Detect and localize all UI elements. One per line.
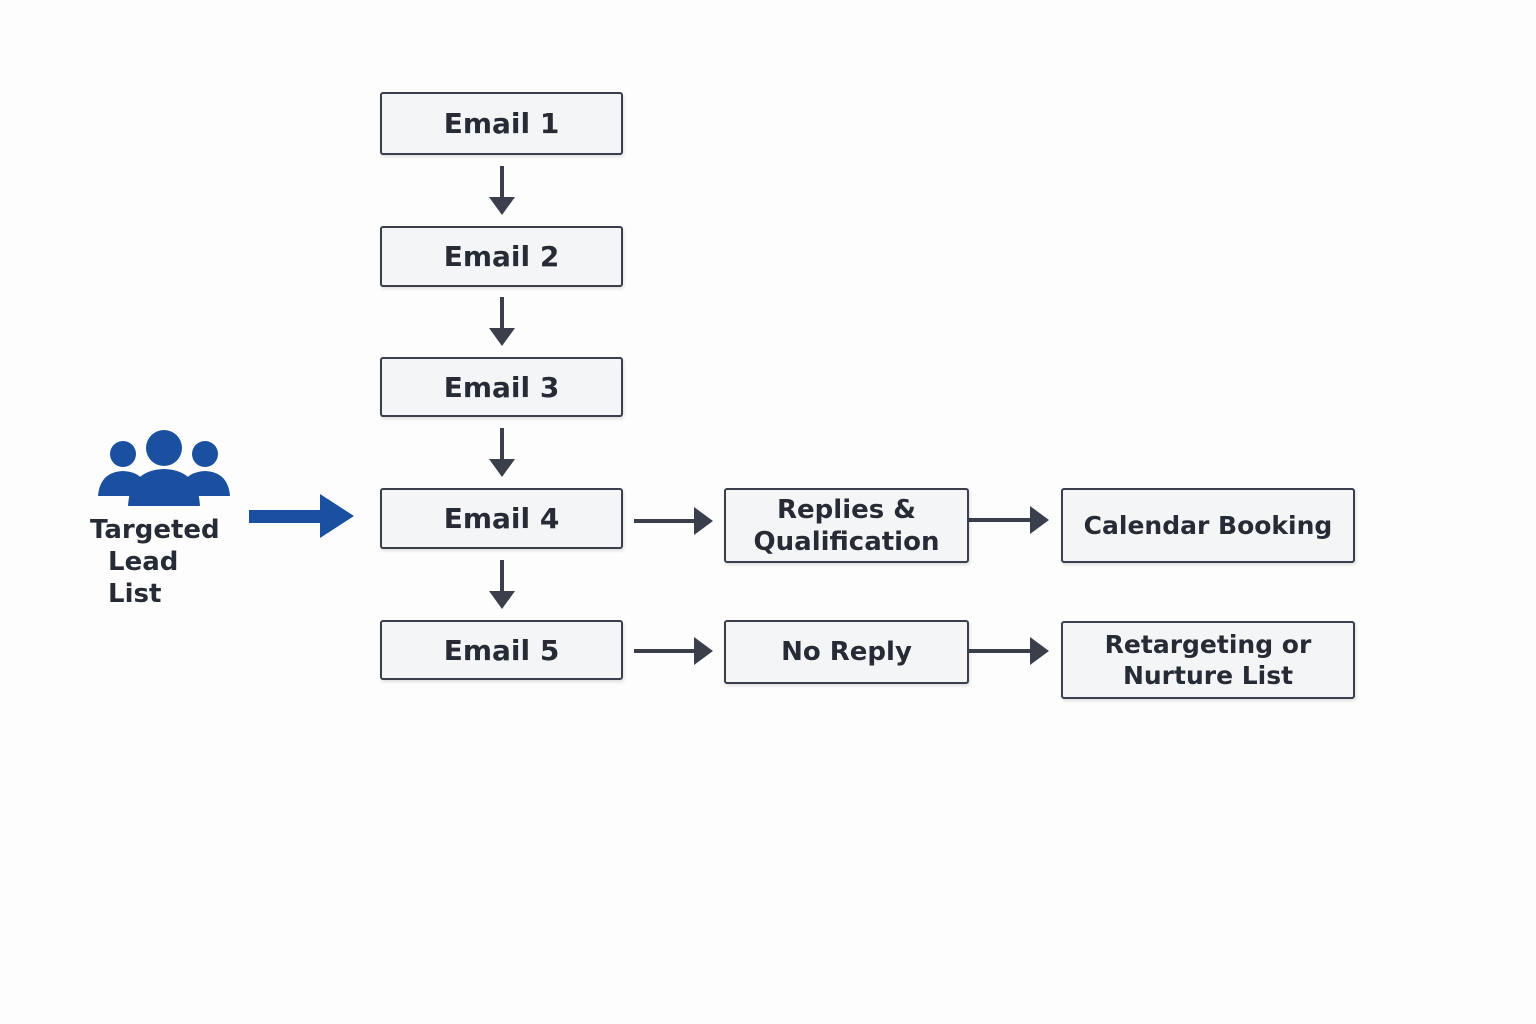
email-5-label: Email 5 xyxy=(443,633,560,667)
calendar-booking-label: Calendar Booking xyxy=(1083,511,1333,540)
no-reply-label: No Reply xyxy=(781,637,912,667)
retargeting-label-line1: Retargeting or xyxy=(1104,630,1312,659)
arrow-email3-email4 xyxy=(489,428,515,477)
replies-label-line2: Qualification xyxy=(753,526,940,557)
calendar-booking-box: Calendar Booking xyxy=(1061,488,1355,563)
email-3-label: Email 3 xyxy=(443,370,560,404)
email-5-box: Email 5 xyxy=(380,620,623,680)
email-1-box: Email 1 xyxy=(380,92,623,155)
lead-arrow xyxy=(249,494,354,538)
replies-qualification-box: Replies & Qualification xyxy=(724,488,969,563)
email-4-label: Email 4 xyxy=(443,502,560,535)
arrow-email1-email2 xyxy=(489,166,515,215)
email-4-box: Email 4 xyxy=(380,488,623,549)
email-2-label: Email 2 xyxy=(443,240,560,273)
retargeting-label-line2: Nurture List xyxy=(1122,661,1294,690)
email-2-box: Email 2 xyxy=(380,226,623,287)
lead-list-label-line2: Lead List xyxy=(108,547,179,609)
email-3-box: Email 3 xyxy=(380,357,623,417)
replies-label-line1: Replies & xyxy=(777,494,916,525)
lead-list-label: Targeted Lead List xyxy=(86,514,236,610)
arrow-replies-calendar xyxy=(969,506,1049,534)
arrow-email4-replies xyxy=(634,507,713,535)
arrow-email4-email5 xyxy=(489,560,515,609)
arrow-email2-email3 xyxy=(489,297,515,346)
users-group-icon xyxy=(98,430,230,506)
retargeting-nurture-box: Retargeting or Nurture List xyxy=(1061,621,1355,699)
arrow-email5-noreply xyxy=(634,637,713,665)
lead-list-label-line1: Targeted xyxy=(90,515,220,545)
arrow-noreply-retargeting xyxy=(969,637,1049,665)
email-1-label: Email 1 xyxy=(443,107,560,140)
no-reply-box: No Reply xyxy=(724,620,969,684)
